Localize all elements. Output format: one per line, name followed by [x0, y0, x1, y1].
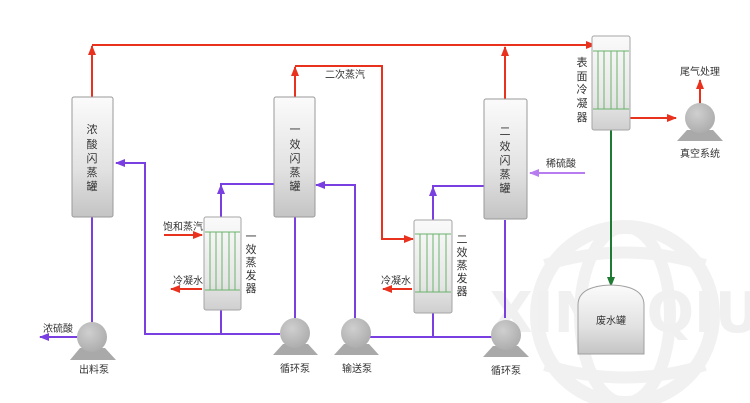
conc-flash-char: 罐	[87, 180, 98, 193]
circulation-pump-1-label: 循环泵	[280, 362, 310, 375]
evap2-char: 效	[457, 245, 468, 259]
vacuum-system[interactable]: 真空系统	[677, 103, 723, 160]
dilute-sulfuric-label: 稀硫酸	[546, 157, 576, 170]
secondary-steam-label: 二次蒸汽	[325, 68, 365, 81]
first-effect-evaporator[interactable]	[203, 216, 242, 311]
first-flash-char: 闪	[290, 151, 301, 165]
transfer-pump-to-first-flash	[315, 181, 356, 318]
evap1-char: 蒸	[246, 256, 257, 269]
second-flash-char: 蒸	[500, 168, 511, 181]
surface-condenser[interactable]	[591, 35, 631, 131]
secondary-steam-line	[295, 65, 414, 243]
first-flash-char: 效	[290, 137, 301, 151]
feed-to-conc-flash	[115, 159, 280, 335]
conc-sulfuric-label: 浓硫酸	[43, 322, 73, 335]
evap2-char: 二	[457, 233, 468, 246]
circulation-pump-1[interactable]: 循环泵	[273, 318, 318, 375]
circulation-pump-2-label: 循环泵	[491, 364, 521, 377]
evap2-char: 蒸	[457, 259, 468, 272]
vacuum-system-label: 真空系统	[680, 147, 720, 160]
surface-condenser-label: 表 面 冷 凝 器	[577, 55, 588, 124]
condenser-char: 表	[577, 55, 588, 69]
first-flash-char: 一	[290, 123, 301, 136]
waste-tank-label: 废水罐	[596, 314, 626, 327]
evap1-char: 发	[246, 268, 257, 282]
transfer-pump[interactable]: 输送泵	[334, 318, 379, 375]
conc-flash-char: 闪	[87, 151, 98, 165]
condenser-char: 器	[577, 111, 588, 124]
first-flash-char: 罐	[290, 180, 301, 193]
evap1-char: 效	[246, 242, 257, 256]
exhaust-treatment-label: 尾气处理	[680, 65, 720, 78]
evap2-top-to-second-flash	[432, 185, 484, 220]
saturated-steam-label: 饱和蒸汽	[163, 220, 203, 233]
condenser-char: 面	[577, 70, 588, 83]
circulation-pump-2[interactable]: 循环泵	[483, 320, 529, 377]
conc-flash-char: 蒸	[87, 166, 98, 179]
second-flash-char: 罐	[500, 182, 511, 195]
evap2-char: 发	[457, 271, 468, 285]
second-effect-flash-tank[interactable]: 二 效 闪 蒸 罐	[483, 98, 528, 220]
condensate-2-label: 冷凝水	[381, 274, 411, 287]
condenser-char: 凝	[577, 96, 588, 110]
second-evaporator-label: 二 效 蒸 发 器	[457, 233, 468, 298]
first-flash-char: 蒸	[290, 166, 301, 179]
first-evaporator-label: 一 效 蒸 发 器	[246, 230, 257, 295]
steam-lines	[88, 41, 704, 293]
evap1-char: 器	[246, 282, 257, 295]
condensate-1-label: 冷凝水	[173, 274, 203, 287]
condenser-char: 冷	[577, 83, 588, 96]
conc-flash-char: 酸	[87, 137, 98, 151]
evap2-char: 器	[457, 285, 468, 298]
evap1-top-to-first-flash	[220, 183, 275, 217]
waste-water-tank[interactable]: 废水罐	[577, 284, 645, 355]
transfer-pump-label: 输送泵	[342, 362, 372, 375]
discharge-pump[interactable]: 出料泵	[70, 322, 116, 376]
second-flash-char: 效	[500, 139, 511, 153]
evap1-char: 一	[246, 230, 257, 243]
acid-lines	[39, 159, 506, 341]
discharge-pump-label: 出料泵	[79, 363, 109, 376]
second-effect-evaporator[interactable]	[413, 219, 453, 314]
conc-flash-tank[interactable]: 浓 酸 闪 蒸 罐	[71, 96, 114, 218]
second-flash-char: 闪	[500, 153, 511, 167]
first-effect-flash-tank[interactable]: 一 效 闪 蒸 罐	[273, 96, 316, 218]
conc-flash-char: 浓	[87, 123, 98, 136]
second-flash-char: 二	[500, 125, 511, 138]
